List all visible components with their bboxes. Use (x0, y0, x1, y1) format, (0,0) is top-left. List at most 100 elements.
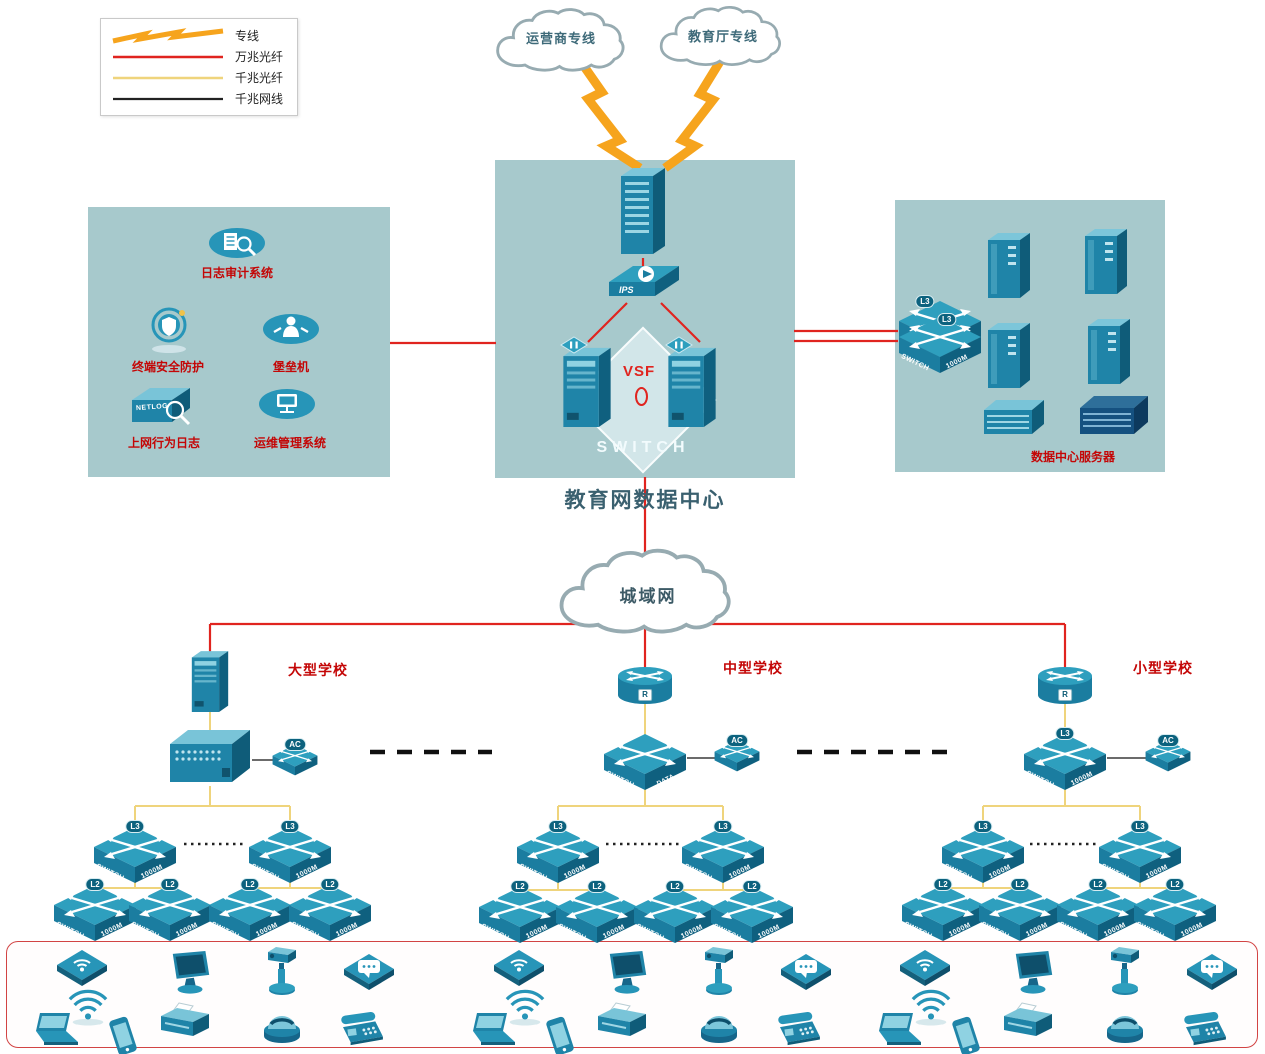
cable-1g-line-icon (113, 97, 223, 100)
ops-management-icon (258, 388, 316, 420)
l2-badge: L2 (1010, 878, 1030, 891)
medium-school-core-switch: SWITCH DATA CENTER (603, 733, 687, 796)
dome-camera-icon (699, 1014, 739, 1045)
netlog-device: NETLOG (128, 384, 194, 430)
small-school-label: 小型学校 (1133, 660, 1193, 676)
server-cabinet (988, 233, 1030, 298)
l2-badge: L2 (665, 880, 685, 893)
small-school-core-switch: L3 SWITCH 1000M (1023, 727, 1107, 791)
printer-icon (597, 1002, 647, 1037)
ptz-camera-icon (268, 947, 296, 995)
laptop-icon (36, 1013, 78, 1045)
core-server-1-badge-icon (560, 336, 588, 354)
printer-icon (1003, 1002, 1053, 1037)
l3-badge: L3 (937, 313, 957, 326)
router-badge: R (638, 689, 652, 701)
wireless-ap-icon (493, 949, 545, 987)
rack-server (983, 399, 1045, 435)
server-cabinet (1088, 319, 1130, 384)
core-server-2 (668, 347, 716, 427)
switch-icon (93, 826, 177, 884)
ips-label: IPS (619, 285, 634, 295)
laptop-icon (473, 1013, 515, 1045)
l2-badge: L2 (320, 878, 340, 891)
chat-device-icon (344, 954, 394, 990)
medium-school-router: R (617, 666, 673, 706)
switch-icon (633, 886, 717, 944)
switch-icon (681, 826, 765, 884)
vsf-link-icon (635, 387, 648, 406)
desk-phone-icon (777, 1011, 820, 1046)
legend-row: 千兆光纤 (109, 67, 289, 88)
man-cloud-label: 城域网 (619, 587, 677, 606)
monitor-icon (609, 950, 647, 994)
switch-icon (1098, 826, 1182, 884)
l3-badge: L3 (280, 820, 300, 833)
dome-camera-icon (262, 1014, 302, 1045)
ptz-camera-icon (705, 947, 733, 995)
router-badge: R (1058, 689, 1072, 701)
desk-phone-icon (1183, 1011, 1226, 1046)
wireless-ap-icon (56, 949, 108, 987)
ips-device: IPS (605, 262, 681, 314)
legend-label-1g-cable: 千兆网线 (235, 92, 284, 106)
server-zone-label: 数据中心服务器 (1030, 450, 1115, 464)
legend: 专线 万兆光纤 千兆光纤 千兆网线 (100, 18, 298, 116)
switch-icon (1056, 884, 1140, 942)
terminal-security-icon (150, 307, 188, 355)
medium-school-ac: AC (714, 734, 760, 772)
switch-icon (248, 826, 332, 884)
l3-badge: L3 (915, 295, 935, 308)
l2-badge: L2 (1165, 878, 1185, 891)
bastion-host-icon (261, 312, 321, 346)
legend-label-10g: 万兆光纤 (235, 50, 284, 64)
switch-icon (710, 886, 794, 944)
bastion-host-label: 堡垒机 (272, 360, 309, 374)
l3-badge: L3 (1055, 727, 1075, 740)
terminal-security-label: 终端安全防护 (131, 360, 204, 374)
desk-phone-icon (340, 1011, 383, 1046)
switch-icon (555, 886, 639, 944)
monitor-icon (172, 950, 210, 994)
dome-camera-icon (1105, 1014, 1145, 1045)
l3-badge: L3 (713, 820, 733, 833)
chat-device-icon (1187, 954, 1237, 990)
l3-badge: L3 (973, 820, 993, 833)
printer-icon (160, 1002, 210, 1037)
ptz-camera-icon (1111, 947, 1139, 995)
core-switch-word: SWITCH (596, 439, 690, 456)
datacenter-title: 教育网数据中心 (564, 488, 726, 512)
monitor-icon (1015, 950, 1053, 994)
carrier-cloud-label: 运营商专线 (525, 31, 596, 46)
l3-badge: L3 (548, 820, 568, 833)
ops-management-label: 运维管理系统 (253, 436, 326, 450)
switch-icon (128, 884, 212, 942)
switch-icon (516, 826, 600, 884)
core-server-1 (563, 347, 611, 427)
l2-badge: L2 (742, 880, 762, 893)
ac-badge: AC (284, 738, 306, 751)
l2-badge: L2 (1088, 878, 1108, 891)
large-school-server (191, 651, 229, 712)
l2-badge: L2 (85, 878, 105, 891)
large-school-label: 大型学校 (288, 662, 348, 678)
legend-label-1g-fiber: 千兆光纤 (235, 71, 284, 85)
switch-icon (53, 884, 137, 942)
firewall-icon (621, 168, 665, 254)
fiber-10g-line-icon (113, 55, 223, 58)
